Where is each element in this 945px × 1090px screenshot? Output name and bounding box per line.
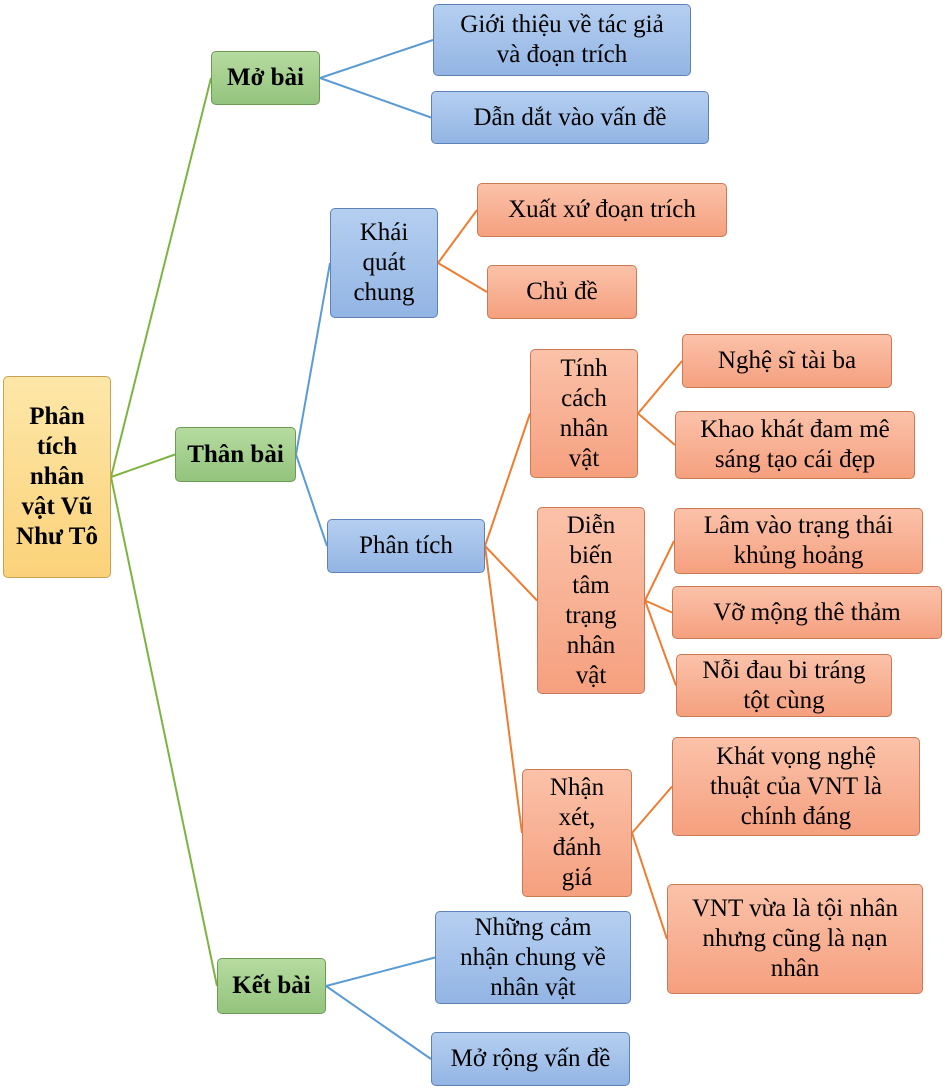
- connector-mo-dan: [319, 77, 432, 119]
- connector-root-mo: [110, 77, 212, 478]
- connector-mo-gioi: [319, 39, 434, 79]
- xuat-xu-node: Xuất xứ đoạn trích: [477, 183, 727, 237]
- connector-phan-dien: [484, 545, 538, 602]
- noi-dau-node: Nỗi đau bi tráng tột cùng: [676, 654, 892, 717]
- ket-bai-node: Kết bài: [217, 958, 326, 1014]
- tinh-cach-node: Tính cách nhân vật: [530, 349, 638, 478]
- connector-ket-morong: [325, 985, 432, 1060]
- vo-mong-node: Vỡ mộng thê thảm: [672, 586, 942, 639]
- dan-dat-node: Dẫn dắt vào vấn đề: [431, 91, 709, 144]
- dien-bien-node: Diễn biến tâm trạng nhân vật: [537, 507, 645, 694]
- vnt-vua-node: VNT vừa là tội nhân nhưng cũng là nạn nh…: [667, 884, 923, 994]
- connector-tinh-khao: [637, 412, 676, 446]
- than-bai-node: Thân bài: [175, 427, 296, 482]
- mo-bai-node: Mở bài: [211, 51, 320, 105]
- connector-tinh-nghe: [637, 360, 683, 415]
- connector-dien-vo: [644, 599, 673, 614]
- nhan-xet-node: Nhận xét, đánh giá: [522, 769, 632, 897]
- chu-de-node: Chủ đề: [487, 265, 637, 319]
- nghe-si-node: Nghệ sĩ tài ba: [682, 334, 892, 388]
- nhung-cam-nhan-node: Những cảm nhận chung về nhân vật: [435, 911, 631, 1004]
- connector-khai-chu: [437, 262, 488, 293]
- connector-root-than: [110, 453, 176, 478]
- khao-khat-node: Khao khát đam mê sáng tạo cái đẹp: [675, 411, 915, 479]
- khat-vong-node: Khát vọng nghệ thuật của VNT là chính đá…: [672, 737, 920, 836]
- connector-nhan-khat: [631, 785, 673, 834]
- connector-root-ket: [110, 476, 218, 987]
- connector-dien-lam: [644, 540, 675, 601]
- mo-rong-node: Mở rộng vấn đề: [431, 1032, 630, 1086]
- connector-dien-noi: [644, 600, 677, 686]
- connector-phan-tinh: [484, 413, 531, 547]
- connector-phan-nhan: [484, 545, 523, 834]
- gioi-thieu-node: Giới thiệu về tác giả và đoạn trích: [433, 4, 691, 76]
- phan-tich-node: Phân tích: [327, 519, 485, 573]
- connector-khai-xuat: [437, 209, 478, 264]
- connector-than-khai: [295, 262, 331, 455]
- connector-nhan-vnt: [631, 832, 668, 940]
- lam-vao-node: Lâm vào trạng thái khủng hoảng: [674, 508, 923, 574]
- khai-quat-node: Khái quát chung: [330, 208, 438, 318]
- root-node: Phân tích nhân vật Vũ Như Tô: [3, 376, 111, 578]
- connector-ket-nhung: [325, 956, 436, 987]
- connector-than-phan: [295, 454, 328, 547]
